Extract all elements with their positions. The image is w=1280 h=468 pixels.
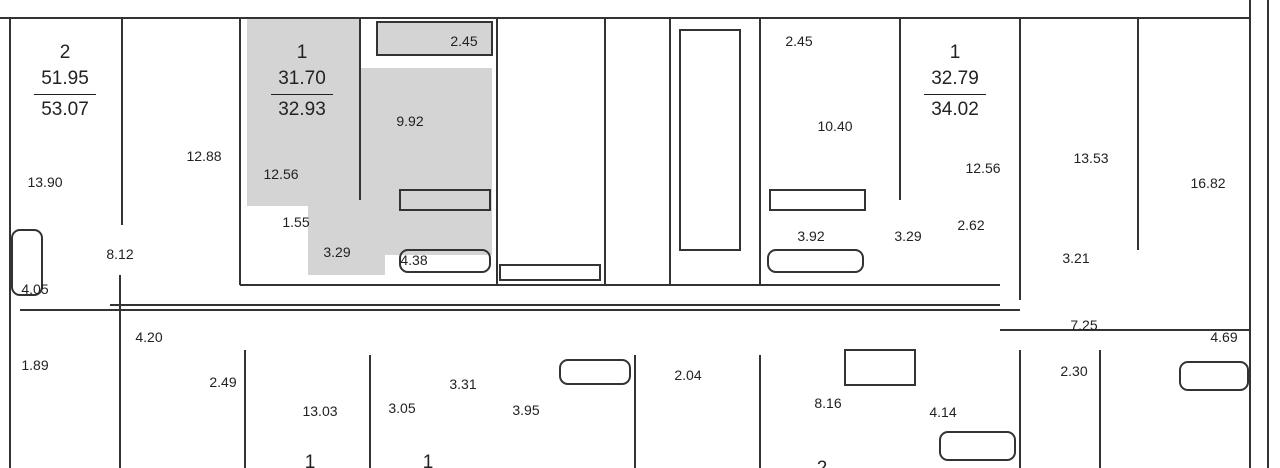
- apartment-summary: 2 51.95 53.07: [34, 40, 96, 123]
- room-area-label: 4.14: [929, 404, 957, 420]
- room-area-label: 2.04: [674, 367, 702, 383]
- living-area: 32.79: [931, 68, 979, 89]
- room-area-label: 4.05: [21, 281, 49, 297]
- room-area-label: 3.21: [1062, 250, 1090, 266]
- room-area-label: 3.92: [797, 228, 825, 244]
- apartment-summary: 1 31.70 32.93: [271, 40, 333, 123]
- room-area-label: 12.56: [965, 160, 1001, 176]
- total-area: 32.93: [278, 99, 326, 120]
- selected-apartment-highlight-2: [308, 68, 492, 275]
- room-area-label: 13.03: [302, 403, 338, 419]
- room-count: 1: [304, 452, 316, 468]
- selected-apartment-highlight: [247, 18, 359, 206]
- room-area-label: 9.92: [396, 113, 424, 129]
- room-area-label: 13.90: [27, 174, 63, 190]
- total-area: 53.07: [41, 99, 89, 120]
- room-area-label: 3.05: [388, 400, 416, 416]
- room-count: 1: [949, 42, 961, 63]
- room-area-label: 2.30: [1060, 363, 1088, 379]
- room-area-label: 16.82: [1190, 175, 1226, 191]
- room-area-label: 4.69: [1210, 329, 1238, 345]
- room-area-label: 2.49: [209, 374, 237, 390]
- room-area-label: 2.62: [957, 217, 985, 233]
- total-area: 34.02: [931, 99, 979, 120]
- room-area-label: 2.45: [785, 33, 813, 49]
- living-area: 51.95: [41, 68, 89, 89]
- room-area-label: 12.56: [263, 166, 299, 182]
- room-area-label: 8.12: [106, 246, 134, 262]
- room-area-label: 13.53: [1073, 150, 1109, 166]
- room-area-label: 10.40: [817, 118, 853, 134]
- room-area-label: 1.55: [282, 214, 310, 230]
- room-count: 2: [817, 456, 828, 468]
- room-count: 1: [296, 42, 308, 63]
- apartment-summary: 1 32.79 34.02: [924, 40, 986, 123]
- room-count: 1: [422, 452, 434, 468]
- room-area-label: 4.20: [135, 329, 163, 345]
- room-area-label: 3.31: [449, 376, 477, 392]
- room-area-label: 1.89: [21, 357, 49, 373]
- living-area: 31.70: [278, 68, 326, 89]
- room-area-label: 3.29: [323, 244, 351, 260]
- room-area-label: 3.95: [512, 402, 540, 418]
- room-area-label: 2.45: [450, 33, 478, 49]
- room-area-label: 3.29: [894, 228, 922, 244]
- room-area-label: 12.88: [186, 148, 222, 164]
- room-area-label: 4.38: [400, 252, 428, 268]
- room-area-label: 8.16: [814, 395, 842, 411]
- room-count: 2: [59, 42, 71, 63]
- room-area-label: 7.25: [1070, 317, 1098, 333]
